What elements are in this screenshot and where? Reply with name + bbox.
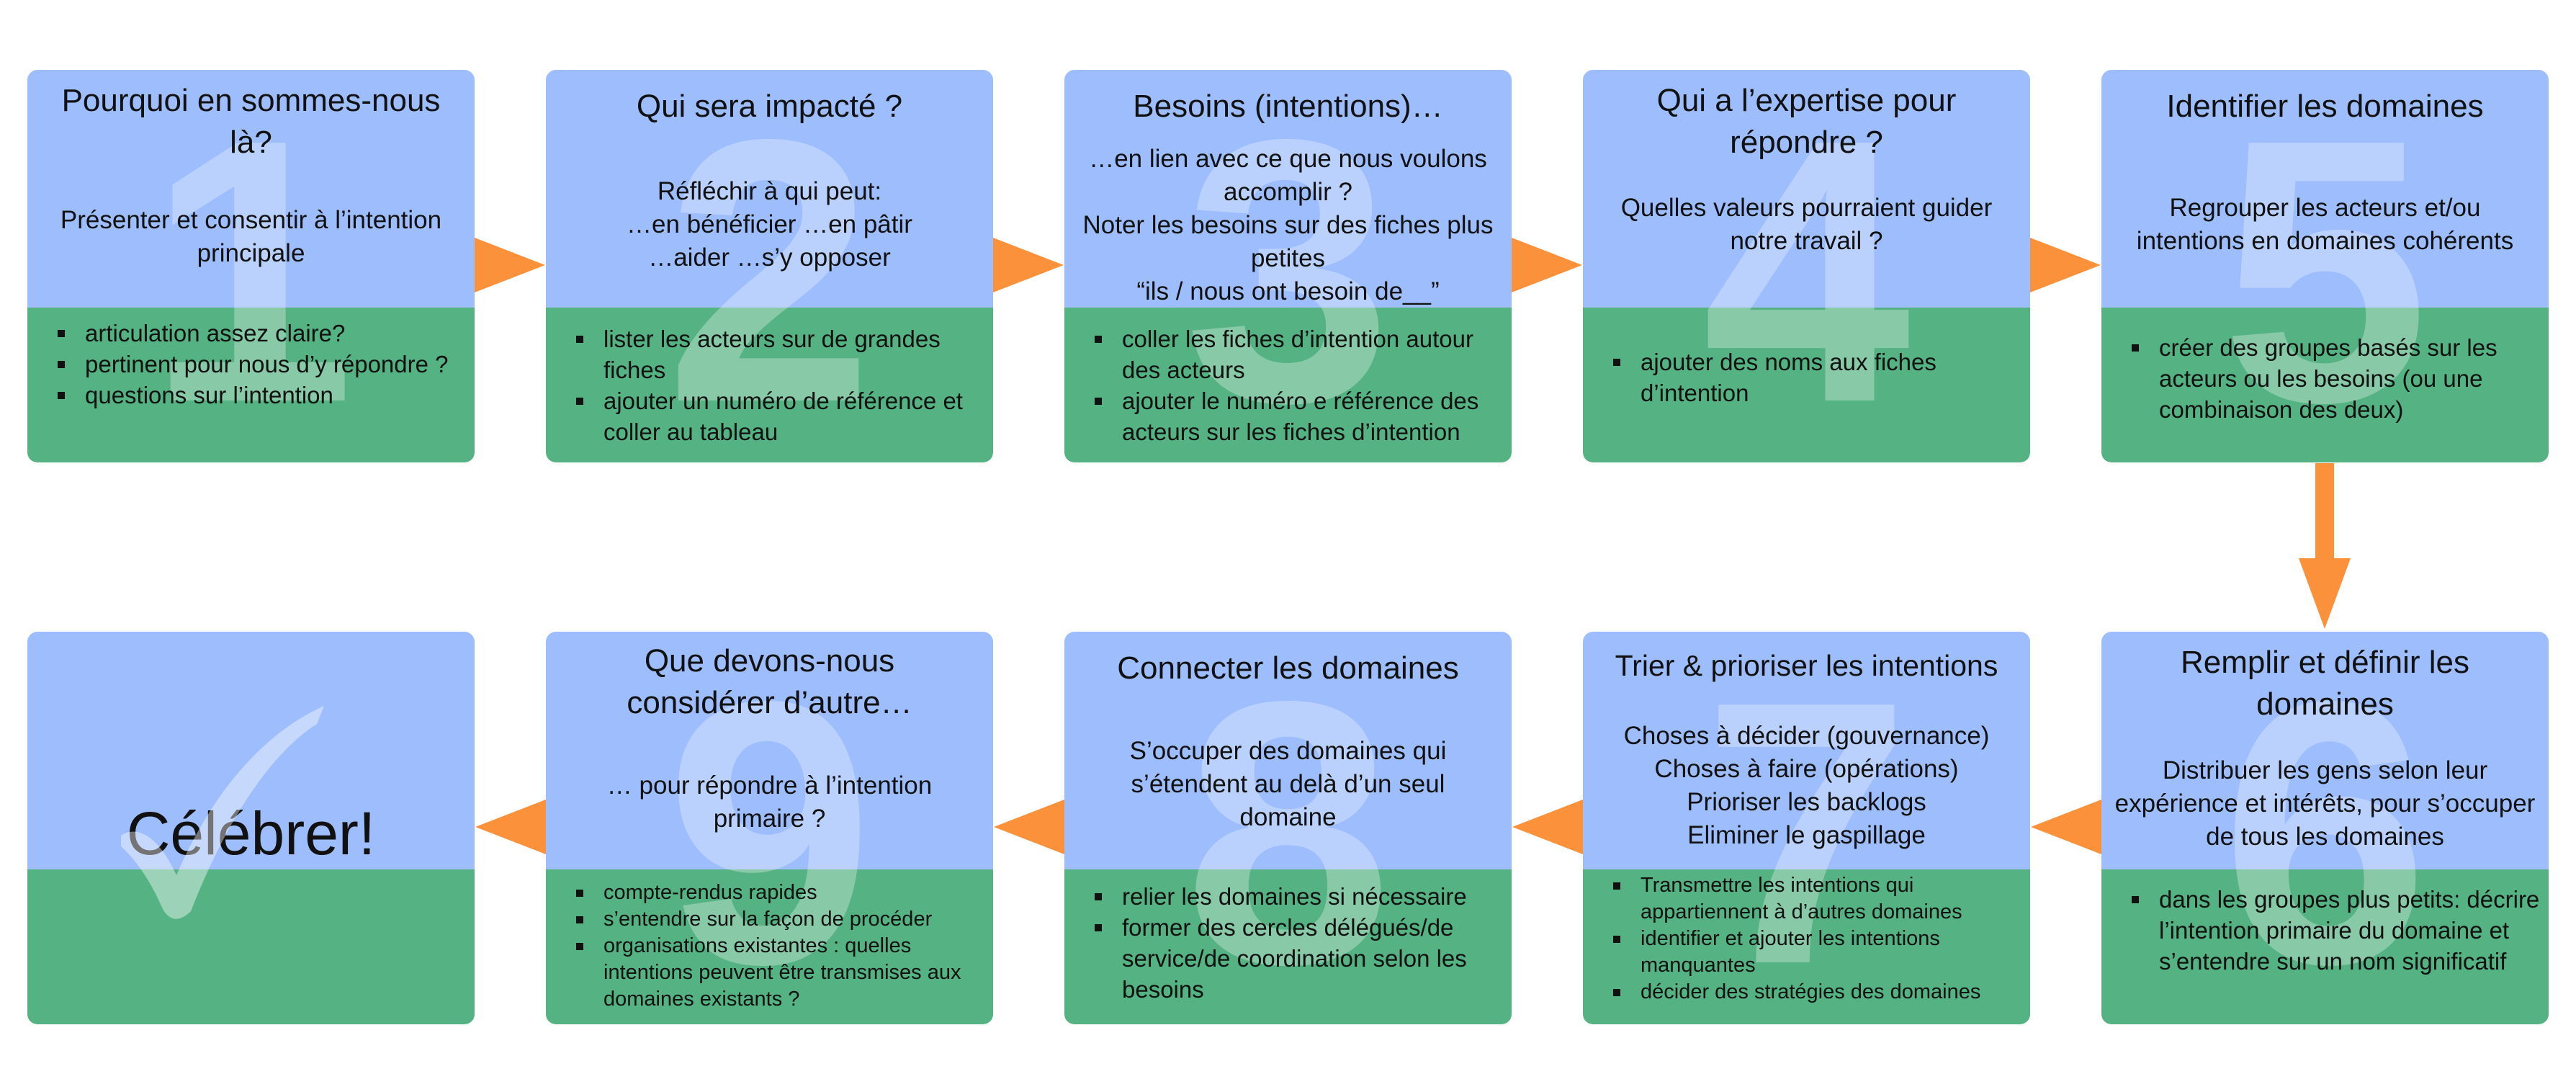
arrow-down-shaft [2315, 463, 2334, 560]
list-item: ajouter le numéro e référence des acteur… [1095, 385, 1503, 447]
arrow-right-2 [993, 238, 1064, 292]
step-bullets: coller les fiches d’intention autour des… [1064, 323, 1503, 447]
list-item: dans les groupes plus petits: décrire l’… [2132, 884, 2540, 977]
step-subtitle: Quelles valeurs pourraient guider notre … [1620, 194, 1993, 255]
arrow-right-1 [475, 238, 545, 292]
list-item: compte-rendus rapides [576, 880, 984, 906]
step-actions [546, 308, 993, 462]
step-actions [2101, 869, 2549, 1024]
arrow-left-1 [2031, 800, 2101, 854]
step-header [1583, 632, 2030, 869]
step-subtitle: S’occuper des domaines qui s’étendent au… [1129, 737, 1447, 831]
list-item: lister les acteurs sur de grandes fiches [576, 323, 984, 385]
step-actions [2101, 308, 2549, 462]
step-header [1064, 632, 1512, 869]
list-item: ajouter un numéro de référence et coller… [576, 385, 984, 447]
step-card-8: 8 Connecter les domaines S’occuper des d… [1064, 632, 1512, 1024]
step-subtitle: Distribuer les gens selon leur expérienc… [2114, 756, 2536, 851]
step-card-4: 4 Qui a l’expertise pour répondre ? Quel… [1583, 70, 2030, 462]
step-actions [546, 869, 993, 1024]
list-item: s’entendre sur la façon de procéder [576, 906, 984, 933]
list-item: créer des groupes basés sur les acteurs … [2132, 332, 2540, 425]
list-item: ajouter des noms aux fiches d’intention [1613, 346, 2021, 408]
arrow-right-3 [1512, 238, 1582, 292]
list-item: organisations existantes : quelles inten… [576, 933, 984, 1013]
step-subtitle: … pour répondre à l’intention primaire ? [606, 771, 933, 833]
arrow-right-4 [2030, 238, 2101, 292]
list-item: identifier et ajouter les intentions man… [1613, 926, 2021, 979]
list-item: former des cercles délégués/de service/d… [1095, 912, 1503, 1005]
list-item: décider des stratégies des domaines [1613, 979, 2021, 1006]
step-title: Qui sera impacté ? [636, 89, 903, 124]
step-title: Qui a l’expertise pour répondre ? [1656, 83, 1957, 160]
arrow-down-head [2299, 558, 2351, 629]
step-bullets: Transmettre les intentions qui appartien… [1583, 872, 2021, 1006]
step-card-6: 6 Remplir et définir les domaines Distri… [2101, 632, 2549, 1024]
step-bullets: articulation assez claire? pertinent pou… [27, 318, 466, 411]
step-title: Remplir et définir les domaines [2180, 645, 2470, 722]
step-actions [27, 308, 475, 462]
step-title: Trier & prioriser les intentions [1615, 649, 1998, 682]
step-bullets: compte-rendus rapides s’entendre sur la … [546, 880, 984, 1013]
step-subtitle: Choses à décider (gouvernance) Choses à … [1623, 722, 1990, 849]
step-title: Besoins (intentions)… [1133, 89, 1443, 124]
step-header [27, 70, 475, 308]
arrow-left-4 [475, 800, 546, 854]
final-footer [27, 869, 475, 1024]
step-card-1: 1 Pourquoi en sommes-nous là? Présenter … [27, 70, 475, 462]
list-item: pertinent pour nous d’y répondre ? [58, 349, 466, 380]
step-title: Pourquoi en sommes-nous là? [61, 83, 441, 160]
step-subtitle: Regrouper les acteurs et/ou intentions e… [2136, 194, 2514, 255]
step-card-7: 7 Trier & prioriser les intentions Chose… [1583, 632, 2030, 1024]
final-card: Célébrer! [27, 632, 475, 1024]
step-bullets: ajouter des noms aux fiches d’intention [1583, 346, 2021, 408]
step-actions [1583, 308, 2030, 462]
step-bullets: relier les domaines si nécessaire former… [1064, 881, 1503, 1005]
step-header [546, 70, 993, 308]
step-title: Identifier les domaines [2166, 89, 2484, 124]
final-header [27, 632, 475, 869]
step-title: Connecter les domaines [1117, 650, 1459, 686]
list-item: relier les domaines si nécessaire [1095, 881, 1503, 912]
arrow-left-2 [1512, 800, 1583, 854]
step-bullets: créer des groupes basés sur les acteurs … [2101, 332, 2540, 425]
list-item: articulation assez claire? [58, 318, 466, 349]
step-card-2: 2 Qui sera impacté ? Réfléchir à qui peu… [546, 70, 993, 462]
step-header [2101, 632, 2549, 869]
list-item: Transmettre les intentions qui appartien… [1613, 872, 2021, 926]
step-subtitle: Réfléchir à qui peut: …en bénéficier …en… [627, 177, 912, 272]
step-bullets: lister les acteurs sur de grandes fiches… [546, 323, 984, 447]
step-header [1583, 70, 2030, 308]
celebrate-title: Célébrer! [126, 800, 376, 867]
step-actions [1583, 869, 2030, 1024]
step-card-5: 5 Identifier les domaines Regrouper les … [2101, 70, 2549, 462]
step-subtitle: …en lien avec ce que nous voulons accomp… [1082, 145, 1494, 305]
list-item: questions sur l’intention [58, 380, 466, 411]
step-title: Que devons-nous considérer d’autre… [627, 643, 912, 720]
step-subtitle: Présenter et consentir à l’intention pri… [60, 206, 442, 267]
step-card-9: 9 Que devons-nous considérer d’autre… … … [546, 632, 993, 1024]
step-header [546, 632, 993, 869]
step-card-3: 3 Besoins (intentions)… …en lien avec ce… [1064, 70, 1512, 462]
step-actions [1064, 308, 1512, 462]
step-actions [1064, 869, 1512, 1024]
step-bullets: dans les groupes plus petits: décrire l’… [2101, 884, 2540, 977]
step-header [2101, 70, 2549, 308]
list-item: coller les fiches d’intention autour des… [1095, 323, 1503, 385]
step-header [1064, 70, 1512, 308]
arrow-left-3 [994, 800, 1064, 854]
